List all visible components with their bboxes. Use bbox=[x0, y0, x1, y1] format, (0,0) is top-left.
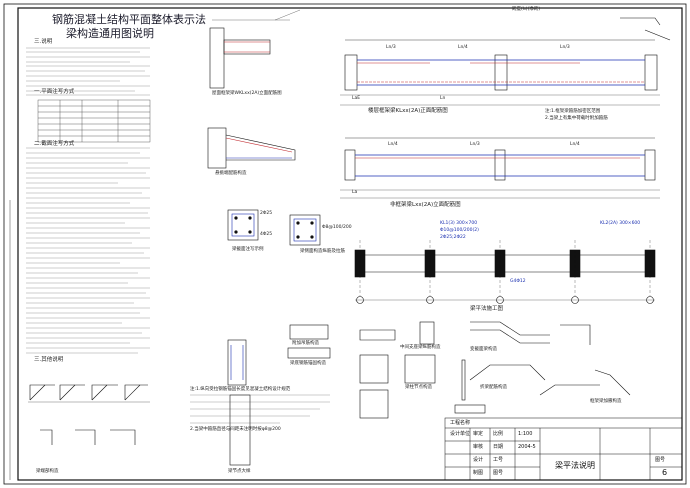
bottom-details bbox=[227, 321, 631, 466]
dim-label: Ln/4 bbox=[458, 45, 468, 50]
tb-cell: 2004-5 bbox=[518, 444, 536, 450]
tb-drawing-title: 梁平法说明 bbox=[555, 461, 595, 470]
cantilever-detail bbox=[207, 127, 296, 169]
dim-label: Ln bbox=[440, 96, 446, 101]
plan-annotation: 2Φ25;2Φ22 bbox=[440, 235, 466, 240]
drawing-label-cantilever: 悬挑端配筋构造 bbox=[215, 171, 247, 176]
drawing-label-bottom-a: 梁底钢筋锚固构造 bbox=[290, 361, 326, 366]
tb-cell: 工号 bbox=[493, 457, 504, 463]
tb-sheet-no: 6 bbox=[662, 468, 668, 477]
tb-cell: 设计 bbox=[473, 457, 484, 463]
plan-annotation: KL2(2A) 300×600 bbox=[600, 221, 641, 226]
drawing-label-span: 跨度(l₀)(净跨) bbox=[512, 7, 541, 12]
beam-plan bbox=[354, 240, 656, 304]
note-2: 2.当梁上有集中荷载时附加箍筋 bbox=[545, 116, 608, 121]
dim-label: La bbox=[352, 190, 358, 195]
tb-cell: 审核 bbox=[473, 444, 484, 450]
tb-company: 设计单位 bbox=[450, 431, 471, 437]
section-header: 三.其他说明 bbox=[34, 357, 64, 363]
drawing-label-bottom-e: 框架梁加腋构造 bbox=[590, 399, 622, 404]
outer-border bbox=[3, 3, 687, 485]
dim-label: Φ8@100/200 bbox=[322, 225, 352, 230]
drawing-label-bottom-c: 中间支座梁纵筋构造 bbox=[400, 345, 441, 350]
tb-cell: 1:100 bbox=[518, 431, 533, 437]
drawing-label-kl: 楼层框架梁KLxx(2A)正面配筋图 bbox=[368, 108, 448, 114]
tb-cell: 图号 bbox=[493, 470, 504, 476]
tb-cell: 制图 bbox=[473, 470, 484, 476]
sheet-title-line1: 钢筋混凝土结构平面整体表示法 bbox=[52, 13, 206, 26]
drawing-label-detail-2: 梁节点大样 bbox=[228, 469, 251, 474]
dim-label: LaE bbox=[352, 96, 361, 101]
drawing-label-bottom-d: 变截面梁构造 bbox=[470, 347, 497, 352]
notes-table bbox=[37, 99, 151, 143]
drawing-label-l: 非框架梁Lxx(2A)立面配筋图 bbox=[390, 202, 461, 208]
dim-label: Ln/4 bbox=[570, 142, 580, 147]
dim-label: Ln/4 bbox=[388, 142, 398, 147]
anchor-details bbox=[28, 384, 150, 445]
sheet-title-line2: 梁构造通用图说明 bbox=[66, 27, 154, 40]
wkl-elevation bbox=[209, 9, 301, 89]
section-details bbox=[227, 209, 321, 246]
section-header: 二.截面注写方式 bbox=[34, 141, 75, 147]
inner-border bbox=[17, 7, 683, 481]
tb-project-label: 工程名称 bbox=[450, 420, 471, 426]
dim-label: Ln/3 bbox=[470, 142, 480, 147]
bottom-notes-lines bbox=[190, 394, 330, 424]
plan-annotation: KL1(3) 300×700 bbox=[440, 221, 478, 226]
drawing-label-hanger: 附加吊筋构造 bbox=[292, 341, 319, 346]
drawing-label-side-bars: 梁侧面构造纵筋及拉筋 bbox=[300, 249, 345, 254]
plan-annotation: G4Φ12 bbox=[510, 279, 526, 284]
dim-label: 2Φ25 bbox=[260, 211, 273, 216]
tb-cell: 比例 bbox=[493, 431, 504, 437]
section-header: 一.平面注写方式 bbox=[34, 89, 75, 95]
drawing-label-section: 梁截面注写示例 bbox=[232, 247, 264, 252]
plan-annotation: Φ10@100/200(2) bbox=[440, 228, 479, 233]
dim-label: Ln/3 bbox=[560, 45, 570, 50]
bottom-note-2: 2.当梁中箍筋直径与间距未注明时按φ8@200 bbox=[190, 427, 281, 432]
drawing-label-bottom-f: 折梁配筋构造 bbox=[480, 385, 507, 390]
drawing-label-detail-1: 梁端部构造 bbox=[36, 469, 59, 474]
dim-label: 4Φ25 bbox=[260, 232, 273, 237]
tb-cell: 日期 bbox=[493, 444, 504, 450]
drawing-label-wkl: 屋面框架梁WKLxx(2A)立面配筋图 bbox=[212, 91, 282, 96]
note-1: 注:1.框架梁箍筋加密区范围 bbox=[545, 109, 601, 114]
dim-label: Ln/3 bbox=[386, 45, 396, 50]
drawing-label-bottom-b: 梁柱节点构造 bbox=[405, 385, 432, 390]
kl-elevation bbox=[340, 17, 671, 106]
notes-text-lines bbox=[26, 47, 150, 354]
title-block-lines bbox=[444, 417, 683, 481]
bottom-note-1: 注:1.纵向受拉钢筋锚固长度见混凝土结构设计规范 bbox=[190, 387, 291, 392]
l-elevation bbox=[340, 137, 660, 199]
section-header: 三.说明 bbox=[34, 39, 53, 45]
tb-cell: 审定 bbox=[473, 431, 484, 437]
drawing-label-plan: 梁平法施工图 bbox=[470, 306, 504, 312]
tb-sheet-label: 图号 bbox=[655, 457, 666, 463]
